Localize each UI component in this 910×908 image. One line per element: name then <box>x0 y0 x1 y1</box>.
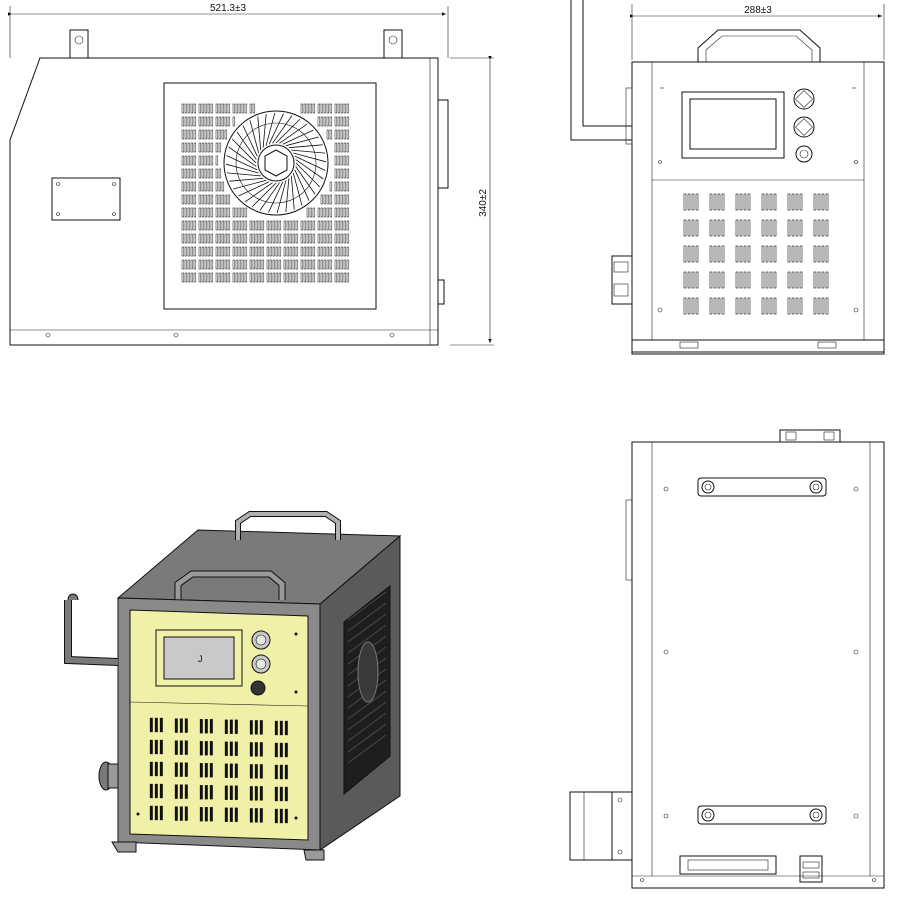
top-view-side-bracket <box>569 791 632 861</box>
front-vent-slots <box>683 193 829 315</box>
side-vent-panel <box>163 82 377 310</box>
front-side-bracket <box>570 0 633 141</box>
front-display-screen <box>689 98 777 150</box>
iso-rear-handle <box>236 512 340 540</box>
front-width-label: 288±3 <box>744 5 772 16</box>
front-power-connector <box>795 145 813 163</box>
front-knob-upper <box>793 88 815 110</box>
iso-front-handle <box>175 571 285 600</box>
front-body-outline <box>631 61 885 353</box>
isometric-view: J <box>64 511 402 861</box>
side-body-outline <box>9 57 439 346</box>
height-dimension: 340±2 <box>450 55 494 346</box>
front-view: 288±3 <box>570 0 885 355</box>
iso-foot-left <box>111 841 137 853</box>
iso-display-screen <box>163 636 235 680</box>
fan-icon <box>223 110 329 216</box>
side-vent-slots <box>181 103 350 283</box>
top-view-handle-slot-lower <box>697 805 827 825</box>
front-knob-lower <box>793 116 815 138</box>
front-carry-handle <box>697 29 821 62</box>
iso-side-bracket <box>65 600 119 665</box>
side-handle-knob <box>437 99 449 189</box>
side-nameplate <box>51 177 121 221</box>
side-view: 521.3±3 <box>7 3 494 346</box>
iso-display-glyph: J <box>198 654 203 664</box>
front-width-dimension: 288±3 <box>629 4 885 60</box>
top-view-display-edge <box>679 855 777 875</box>
side-width-dimension: 521.3±3 <box>7 3 449 58</box>
top-view <box>569 429 885 889</box>
front-side-connector <box>611 255 633 305</box>
iso-front-vent-slots <box>149 717 288 824</box>
top-view-connector <box>799 855 823 883</box>
top-view-body <box>631 441 885 889</box>
side-width-label: 521.3±3 <box>210 3 247 14</box>
top-view-handle-slot-upper <box>697 477 827 497</box>
iso-power-connector <box>250 680 266 696</box>
height-label: 340±2 <box>478 189 489 217</box>
front-display-frame <box>681 91 785 159</box>
iso-foot-right <box>303 849 325 861</box>
